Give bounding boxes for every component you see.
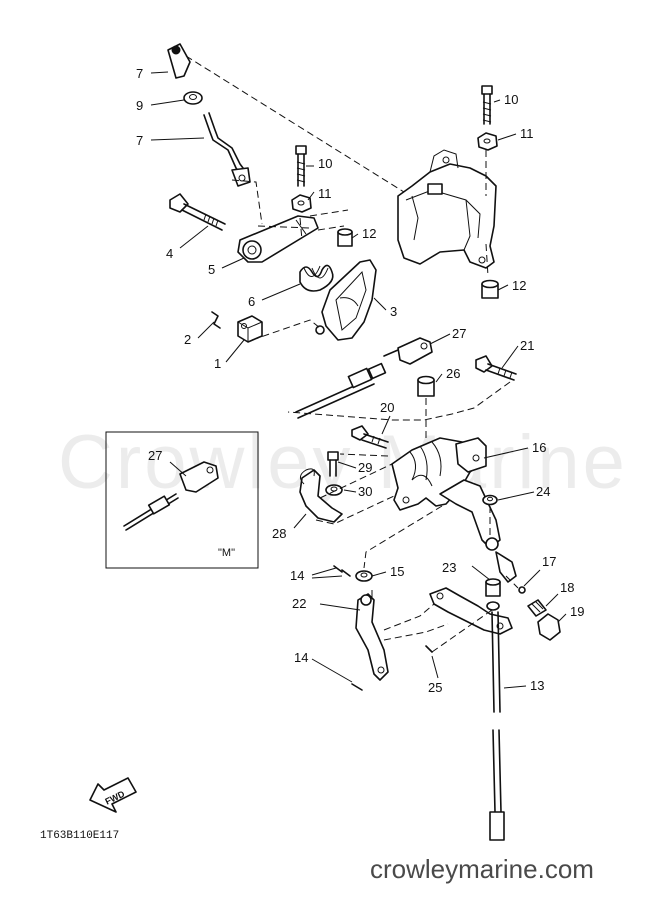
part-7-rod [203, 112, 251, 187]
leader-lines [150, 71, 567, 689]
callout-23: 23 [442, 560, 456, 575]
callout-2: 2 [184, 332, 191, 347]
inset-m: 27 "M" [105, 431, 259, 569]
callout-27: 27 [452, 326, 466, 341]
callout-12-right: 12 [512, 278, 526, 293]
part-15-washer [355, 570, 373, 582]
part-4-bolt [169, 193, 226, 231]
callout-30: 30 [358, 484, 372, 499]
part-29-bolt [327, 451, 339, 477]
callout-10-right: 10 [504, 92, 518, 107]
callout-16: 16 [532, 440, 546, 455]
callout-22: 22 [292, 596, 306, 611]
callout-29: 29 [358, 460, 372, 475]
callout-7: 7 [136, 133, 143, 148]
callout-8: 7 [136, 66, 143, 81]
part-10-bolt-mid [295, 145, 307, 187]
inset-callout-27: 27 [148, 448, 162, 463]
callout-5: 5 [208, 262, 215, 277]
part-5-lever [237, 215, 319, 263]
part-11-nut-right [477, 132, 498, 151]
callout-25: 25 [428, 680, 442, 695]
part-20-bolt [351, 425, 389, 449]
part-12-collar-right [481, 279, 499, 299]
part-14-pin-lower [351, 683, 363, 691]
part-30-washer [325, 484, 343, 496]
callout-20: 20 [380, 400, 394, 415]
website-label: crowleymarine.com [370, 854, 594, 884]
callout-3: 3 [390, 304, 397, 319]
part-26-collar [417, 375, 435, 397]
part-6-spring [299, 264, 334, 292]
part-28-bracket [299, 468, 343, 523]
part-13-rod [489, 611, 505, 841]
callout-12-mid: 12 [362, 226, 376, 241]
part-17-ball [518, 586, 526, 594]
part-9-nut [183, 91, 203, 105]
drawing-code: 1T63B110E117 [40, 830, 119, 842]
part-14-pins-upper [333, 565, 351, 577]
part-3-cam [315, 259, 377, 341]
callout-14-upper: 14 [290, 568, 304, 583]
callout-21: 21 [520, 338, 534, 353]
callout-6: 6 [248, 294, 255, 309]
part-19-cap [537, 613, 561, 641]
part-12-collar-mid [337, 228, 353, 247]
callout-19: 19 [570, 604, 584, 619]
carburetor-body [397, 149, 497, 269]
callout-4: 4 [166, 246, 173, 261]
callout-24: 24 [536, 484, 550, 499]
part-18-plug [527, 599, 547, 617]
part-8-clip [167, 43, 191, 79]
assembly-lines [185, 55, 519, 653]
callout-14-lower: 14 [294, 650, 308, 665]
part-1-holder [237, 315, 263, 343]
callout-11-right: 11 [520, 126, 534, 141]
part-27-joint [383, 337, 433, 365]
part-24-washer [482, 494, 498, 506]
callout-15: 15 [390, 564, 404, 579]
callout-10-mid: 10 [318, 156, 332, 171]
fwd-arrow-icon: FWD [89, 777, 137, 813]
part-21-bolt [475, 355, 517, 381]
part-10-bolt-right [481, 85, 493, 125]
inset-label: "M" [218, 547, 235, 559]
part-25-pin [425, 645, 433, 653]
part-22-link [355, 593, 389, 681]
part-2-pin [211, 311, 221, 329]
callout-1: 1 [214, 356, 221, 371]
callouts: 7 9 7 4 5 6 2 1 10 11 12 3 10 11 12 27 2… [136, 66, 584, 695]
part-23-collar [485, 578, 501, 611]
callout-9: 9 [136, 98, 143, 113]
callout-13: 13 [530, 678, 544, 693]
callout-11-mid: 11 [318, 186, 332, 201]
callout-18: 18 [560, 580, 574, 595]
callout-17: 17 [542, 554, 556, 569]
callout-26: 26 [446, 366, 460, 381]
part-11-nut-mid [291, 194, 312, 213]
throttle-cable [295, 362, 387, 419]
callout-28: 28 [272, 526, 286, 541]
